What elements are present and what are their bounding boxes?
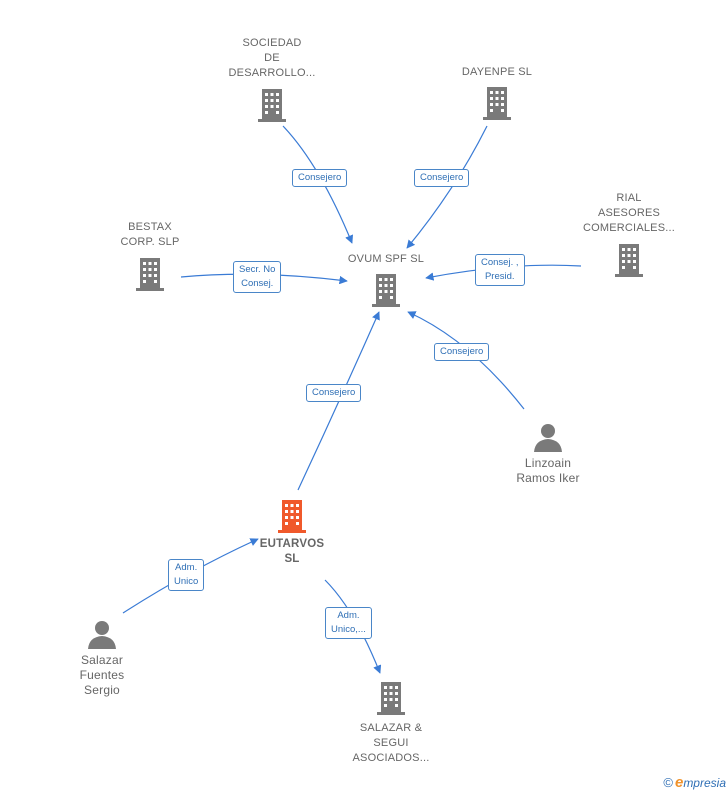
copyright-symbol: ©: [663, 775, 673, 790]
building-icon: [483, 87, 511, 120]
node-label: OVUM SPF SL: [347, 253, 425, 265]
relation-label-linzoain-ovum[interactable]: Consejero: [434, 343, 490, 361]
node-label: SALAZAR & SEGUI ASOCIADOS...: [352, 722, 430, 764]
node-bestax[interactable]: BESTAX CORP. SLP: [98, 220, 202, 292]
node-dayenpe[interactable]: DAYENPE SL: [445, 65, 549, 121]
node-rial[interactable]: RIAL ASESORES COMERCIALES...: [574, 191, 684, 278]
node-label: EUTARVOS SL: [259, 538, 325, 565]
building-icon: [372, 274, 400, 307]
empresia-logo[interactable]: ©empresia: [663, 774, 726, 791]
building-icon: [377, 682, 405, 715]
node-linzoain[interactable]: Linzoain Ramos Iker: [500, 422, 596, 486]
brand-name: mpresia: [683, 776, 726, 790]
relation-label-salazar-eutarvos[interactable]: Adm. Unico: [168, 559, 205, 591]
node-label: RIAL ASESORES COMERCIALES...: [582, 192, 676, 234]
node-eutarvos[interactable]: EUTARVOS SL: [240, 498, 344, 567]
node-label: Linzoain Ramos Iker: [516, 456, 580, 485]
edge-dayenpe-ovum: [406, 125, 488, 249]
node-label: DAYENPE SL: [461, 66, 533, 78]
node-salazar-person[interactable]: Salazar Fuentes Sergio: [54, 619, 150, 698]
relation-label-eutarvos-ovum[interactable]: Consejero: [306, 384, 362, 402]
relation-label-rial-ovum[interactable]: Consej. , Presid.: [475, 254, 525, 286]
relation-label-bestax-ovum[interactable]: Secr. No Consej.: [233, 261, 282, 293]
building-icon: [615, 244, 643, 277]
brand-initial: e: [674, 774, 684, 791]
person-icon: [534, 424, 562, 452]
node-label: Salazar Fuentes Sergio: [79, 653, 125, 697]
node-ovum[interactable]: OVUM SPF SL: [334, 252, 438, 308]
building-icon: [258, 89, 286, 122]
building-icon: [278, 500, 306, 533]
relation-label-dayenpe-ovum[interactable]: Consejero: [414, 169, 470, 187]
node-label: BESTAX CORP. SLP: [120, 221, 180, 248]
relation-label-eutarvos-salazar-segui[interactable]: Adm. Unico,...: [325, 607, 372, 639]
node-salazar-segui[interactable]: SALAZAR & SEGUI ASOCIADOS...: [339, 680, 443, 766]
person-icon: [88, 621, 116, 649]
node-label: SOCIEDAD DE DESARROLLO...: [228, 37, 316, 79]
relation-label-sociedad-ovum[interactable]: Consejero: [292, 169, 348, 187]
building-icon: [136, 258, 164, 291]
node-sociedad[interactable]: SOCIEDAD DE DESARROLLO...: [220, 36, 324, 123]
